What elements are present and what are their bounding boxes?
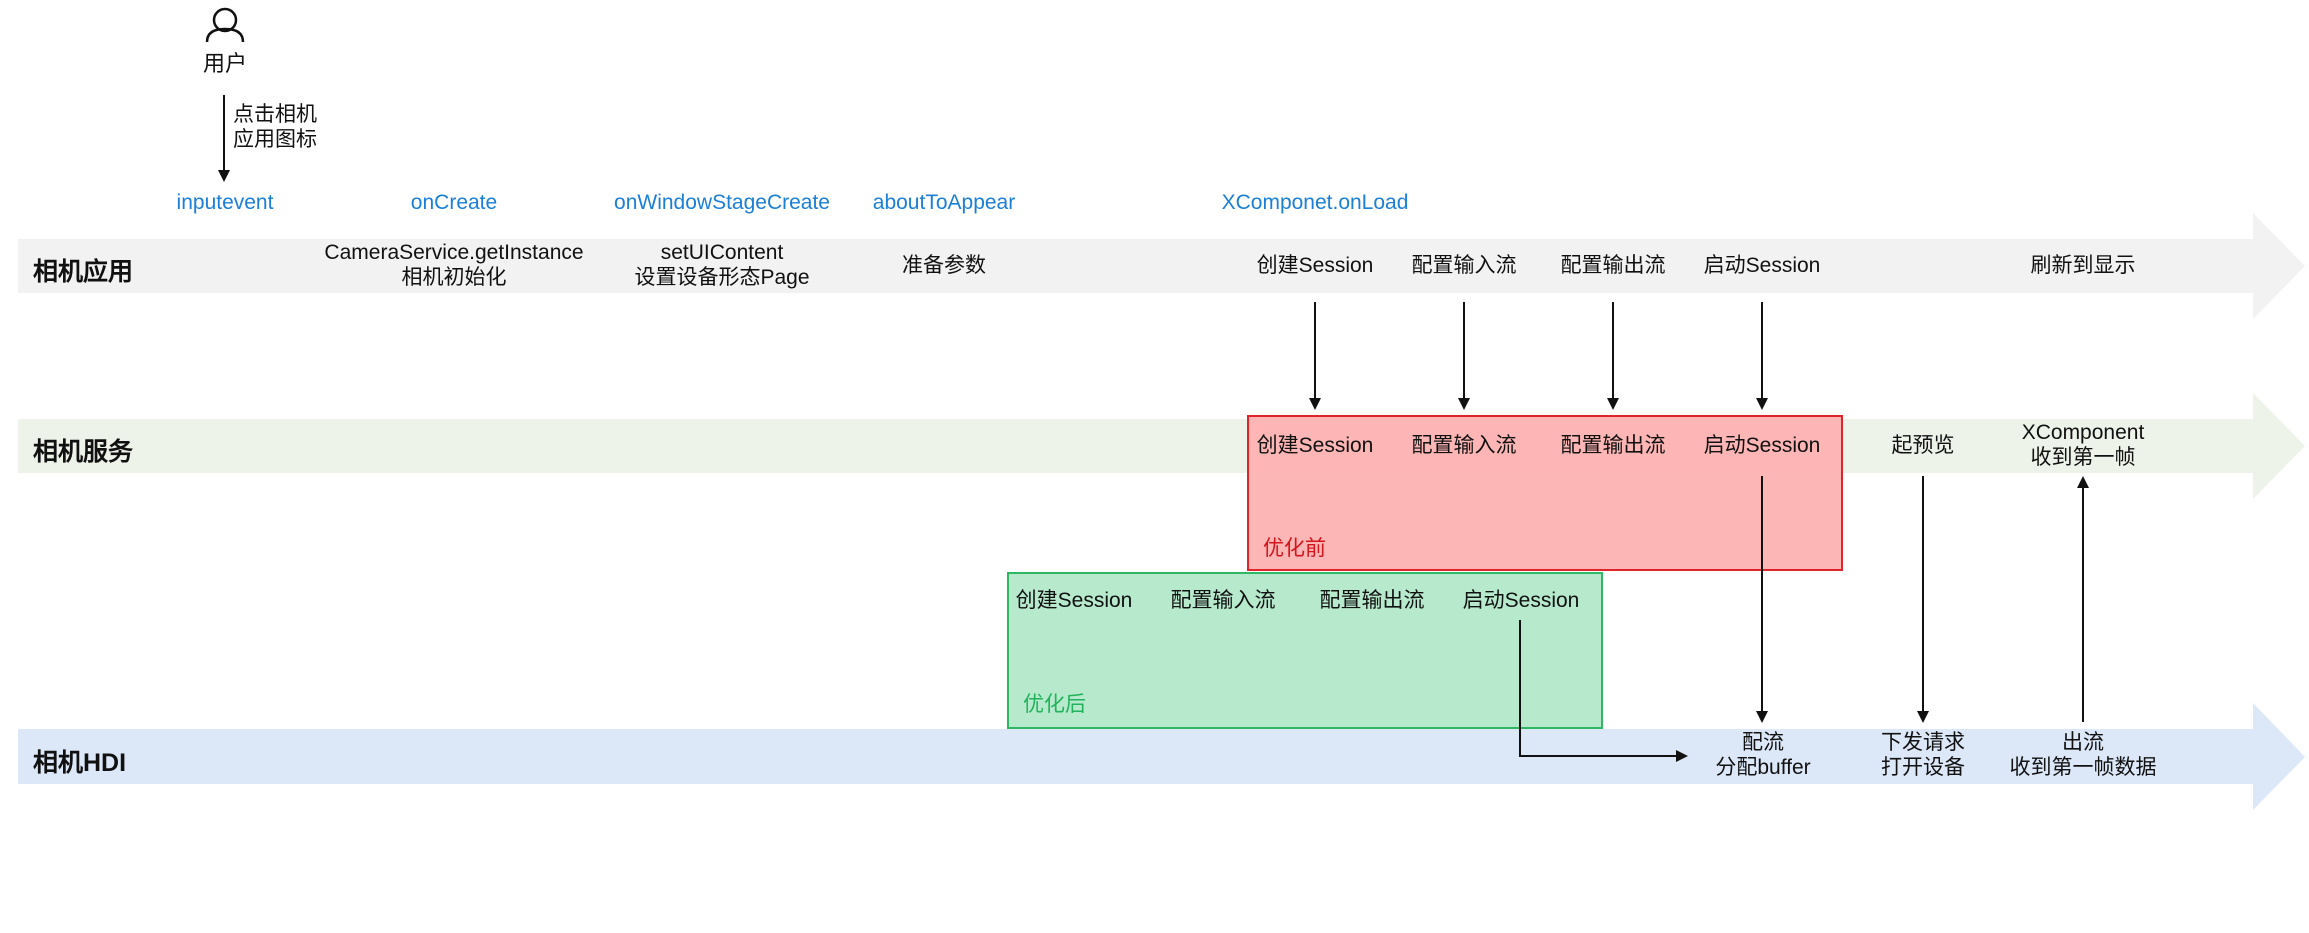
- app-step-refresh-display: 刷新到显示: [2030, 254, 2136, 277]
- service-step-create-session: 创建Session: [1256, 434, 1374, 457]
- hdi-step-output: 出流 收到第一帧数据: [2010, 730, 2157, 780]
- service-step-xcomponent: XComponent 收到第一帧: [2022, 420, 2145, 470]
- event-oncreate: onCreate: [410, 191, 498, 214]
- app-step-camera-service-line2: 相机初始化: [401, 266, 507, 289]
- app-step-camera-service: CameraService.getInstance 相机初始化: [324, 240, 583, 290]
- app-step-create-session: 创建Session: [1256, 254, 1374, 277]
- service-step-config-input: 配置输入流: [1411, 434, 1517, 457]
- lane-label-app: 相机应用: [33, 258, 134, 286]
- hdi-step-stream-line2: 分配buffer: [1715, 756, 1811, 779]
- user-action-line2: 应用图标: [233, 128, 317, 151]
- event-abouttoappear: aboutToAppear: [872, 191, 1016, 214]
- app-step-config-output: 配置输出流: [1560, 254, 1666, 277]
- app-step-camera-service-line1: CameraService.getInstance: [324, 241, 584, 264]
- app-step-config-input: 配置输入流: [1411, 254, 1517, 277]
- hdi-step-output-line2: 收到第一帧数据: [2009, 756, 2157, 779]
- event-xcomponet-onload: XComponet.onLoad: [1221, 191, 1409, 214]
- app-step-setuicontent-line1: setUIContent: [660, 241, 784, 264]
- user-action-line1: 点击相机: [233, 103, 317, 126]
- lane-label-hdi: 相机HDI: [33, 749, 127, 777]
- arrow-optimized-start-to-stream: [1519, 620, 1688, 762]
- hdi-step-stream-line1: 配流: [1741, 731, 1784, 754]
- after-optimization-box: [1007, 572, 1603, 729]
- after-step-config-output: 配置输出流: [1319, 589, 1425, 612]
- after-step-create-session: 创建Session: [1015, 589, 1133, 612]
- service-step-xcomponent-line1: XComponent: [2021, 421, 2145, 444]
- lane-service-band: [18, 393, 2305, 499]
- hdi-step-stream: 配流 分配buffer: [1715, 730, 1810, 780]
- event-inputevent: inputevent: [176, 191, 274, 214]
- event-onwindowstagecreate: onWindowStageCreate: [614, 191, 830, 214]
- after-step-start-session: 启动Session: [1462, 589, 1580, 612]
- service-step-start-session: 启动Session: [1703, 434, 1821, 457]
- hdi-step-request: 下发请求 打开设备: [1881, 730, 1965, 780]
- hdi-step-request-line1: 下发请求: [1881, 731, 1965, 754]
- service-step-xcomponent-line2: 收到第一帧: [2030, 446, 2136, 469]
- user-label: 用户: [202, 51, 248, 76]
- before-optimization-label: 优化前: [1263, 537, 1326, 560]
- lane-app-band: [18, 213, 2305, 319]
- lane-hdi-band: [18, 703, 2305, 810]
- before-optimization-box: [1247, 415, 1843, 571]
- app-step-start-session: 启动Session: [1703, 254, 1821, 277]
- app-step-setuicontent-line2: 设置设备形态Page: [634, 266, 810, 289]
- hdi-step-request-line2: 打开设备: [1881, 756, 1965, 779]
- user-icon: [205, 7, 245, 43]
- lane-label-service: 相机服务: [33, 438, 134, 466]
- after-step-config-input: 配置输入流: [1170, 589, 1276, 612]
- service-step-config-output: 配置输出流: [1560, 434, 1666, 457]
- user-action-label: 点击相机 应用图标: [233, 102, 317, 152]
- after-optimization-label: 优化后: [1023, 693, 1086, 716]
- service-step-start-preview: 起预览: [1891, 434, 1955, 457]
- app-step-setuicontent: setUIContent 设置设备形态Page: [634, 240, 809, 290]
- app-step-prepare: 准备参数: [902, 254, 986, 277]
- hdi-step-output-line1: 出流: [2062, 731, 2104, 754]
